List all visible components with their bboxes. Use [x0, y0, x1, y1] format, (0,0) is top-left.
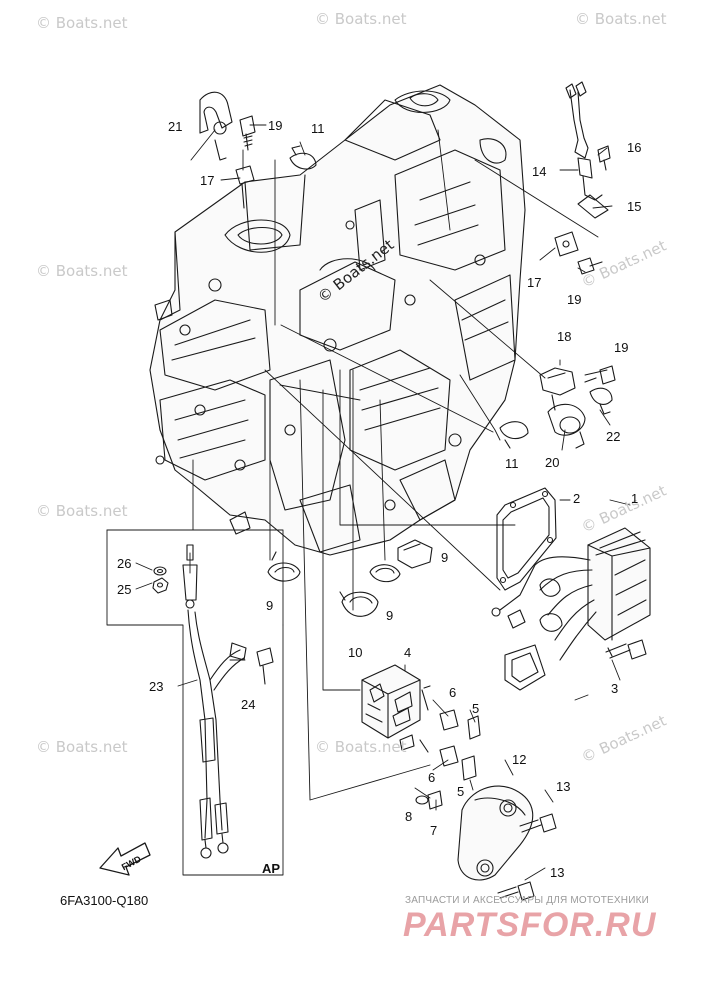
- callout-15: 15: [627, 199, 642, 214]
- callout-11b: 11: [505, 456, 519, 471]
- nut-25-drawing: [152, 577, 169, 594]
- callout-19c: 19: [614, 340, 629, 355]
- holder-20-drawing: [547, 403, 586, 449]
- clip-21-drawing: [199, 91, 233, 161]
- callout-20: 20: [545, 455, 560, 470]
- bracket-18-drawing: [539, 367, 576, 411]
- callout-16: 16: [627, 140, 642, 155]
- bolt-24-drawing: [256, 647, 274, 685]
- clamp-9c-drawing: [369, 564, 401, 583]
- bolt-19a-drawing: [239, 115, 256, 151]
- battery-cable-23-drawing: [182, 544, 247, 859]
- bolt-19b-drawing: [577, 257, 603, 275]
- callout-11a: 11: [311, 121, 325, 136]
- callout-7: 7: [430, 823, 438, 838]
- callout-14: 14: [532, 164, 547, 179]
- bolt-6a-drawing: [421, 685, 459, 731]
- washer-26-drawing: [153, 566, 167, 576]
- callout-19b: 19: [567, 292, 582, 307]
- clamp-9a-drawing: [267, 551, 301, 582]
- bolt-3-drawing: [605, 639, 647, 660]
- callout-9b: 9: [441, 550, 449, 565]
- callout-9a: 9: [266, 598, 274, 613]
- watermark-9: © Boats.net: [315, 738, 407, 756]
- clamp-11b-drawing: [499, 421, 529, 449]
- bracket-17a-drawing: [235, 165, 255, 209]
- callout-17b: 17: [527, 275, 542, 290]
- clip-5b-drawing: [461, 755, 477, 781]
- watermark-6: © Boats.net: [36, 502, 128, 520]
- clip-22-drawing: [589, 387, 613, 415]
- fwd-arrow-drawing: [99, 842, 151, 876]
- bolt-13b-drawing: [497, 881, 535, 901]
- clip-5a-drawing: [467, 715, 481, 740]
- callout-17a: 17: [200, 173, 215, 188]
- callout-12: 12: [512, 752, 527, 767]
- clamp-9b-drawing: [397, 539, 433, 569]
- callout-4: 4: [404, 645, 412, 660]
- callout-9c: 9: [386, 608, 394, 623]
- callout-13a: 13: [556, 779, 571, 794]
- bolt-19c-drawing: [584, 365, 616, 385]
- rectifier-4-drawing: [361, 664, 421, 751]
- callout-25: 25: [117, 582, 132, 597]
- cover-12-drawing: [457, 785, 534, 881]
- callout-26: 26: [117, 556, 132, 571]
- callout-1: 1: [631, 491, 639, 506]
- callout-6b: 6: [428, 770, 436, 785]
- watermark-4: © Boats.net: [36, 262, 128, 280]
- bolt-6b-drawing: [419, 739, 459, 767]
- clamp-11a-drawing: [289, 145, 317, 170]
- callout-19a: 19: [268, 118, 283, 133]
- shop-logo: PARTSFOR.RU: [403, 906, 657, 944]
- watermark-3: © Boats.net: [575, 10, 667, 28]
- engine-block-drawing: [149, 84, 526, 556]
- sensor-14-drawing: [565, 81, 611, 219]
- watermark-8: © Boats.net: [36, 738, 128, 756]
- callout-18: 18: [557, 329, 572, 344]
- washer-8-drawing: [415, 795, 429, 805]
- callout-24: 24: [241, 697, 256, 712]
- clamp-10-drawing: [339, 591, 379, 617]
- callout-5b: 5: [457, 784, 465, 799]
- leader-lines: [106, 124, 631, 881]
- callout-3: 3: [611, 681, 619, 696]
- callout-10: 10: [348, 645, 363, 660]
- control-unit-1-drawing: [491, 527, 651, 691]
- gasket-2-drawing: [496, 487, 557, 591]
- callout-13b: 13: [550, 865, 565, 880]
- watermark-1: © Boats.net: [36, 14, 128, 32]
- shop-tagline: ЗАПЧАСТИ И АКСЕССУАРЫ ДЛЯ МОТОТЕХНИКИ: [405, 895, 650, 906]
- bolt-13a-drawing: [519, 813, 557, 833]
- callout-5a: 5: [472, 701, 480, 716]
- callout-23: 23: [149, 679, 164, 694]
- callout-2: 2: [573, 491, 581, 506]
- callout-8: 8: [405, 809, 413, 824]
- diagram-code: 6FA3100-Q180: [60, 893, 149, 908]
- callout-21: 21: [168, 119, 183, 134]
- callout-6a: 6: [449, 685, 457, 700]
- watermark-2: © Boats.net: [315, 10, 407, 28]
- bracket-17b-drawing: [554, 231, 579, 257]
- bolt-7-drawing: [427, 790, 443, 810]
- ap-label: AP: [262, 861, 281, 876]
- callout-22: 22: [606, 429, 621, 444]
